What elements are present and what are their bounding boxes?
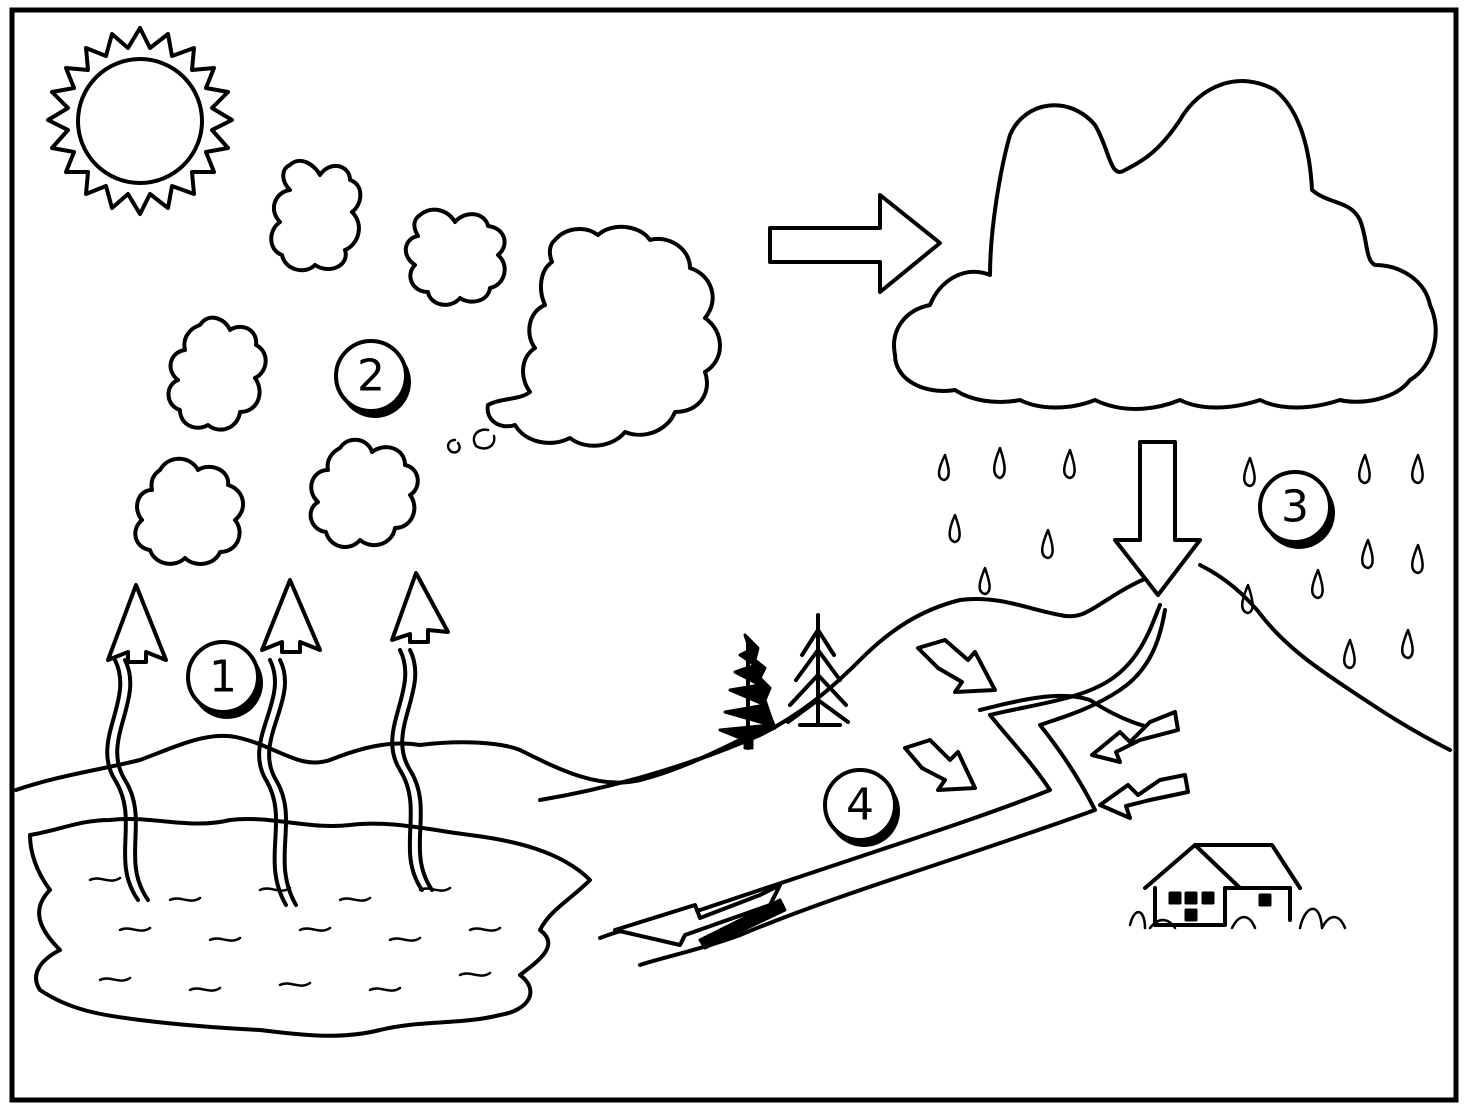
step-badge-4-label: 4 bbox=[846, 780, 874, 831]
step-badge-1-label: 1 bbox=[209, 652, 237, 703]
step-badge-3-label: 3 bbox=[1281, 482, 1309, 533]
step-badge-2-label: 2 bbox=[357, 351, 385, 402]
